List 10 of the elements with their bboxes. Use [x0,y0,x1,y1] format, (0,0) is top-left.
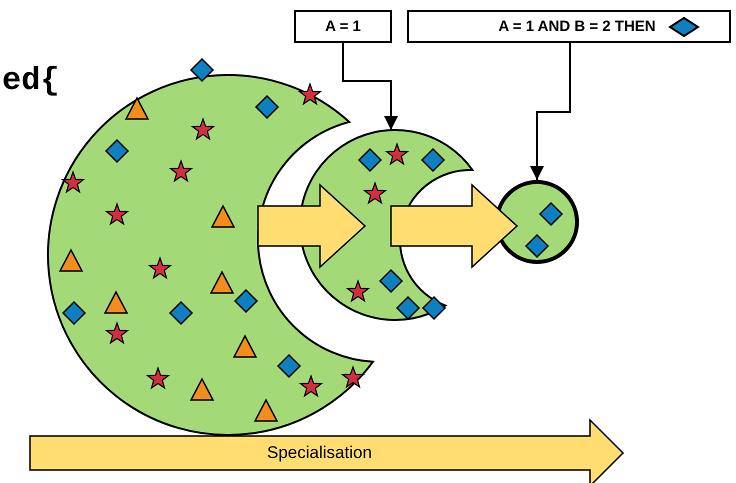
block-arrow [257,183,366,269]
block-arrow [390,183,518,269]
arrow [530,43,571,180]
code-text: ed{ [2,62,60,99]
arrow-label: Specialisation [267,443,372,463]
condition-box [294,10,392,43]
arrow [342,43,398,130]
condition-text: A = 1 AND B = 2 THEN [498,18,656,35]
condition-box [407,10,731,43]
condition-text: A = 1 [325,18,361,35]
